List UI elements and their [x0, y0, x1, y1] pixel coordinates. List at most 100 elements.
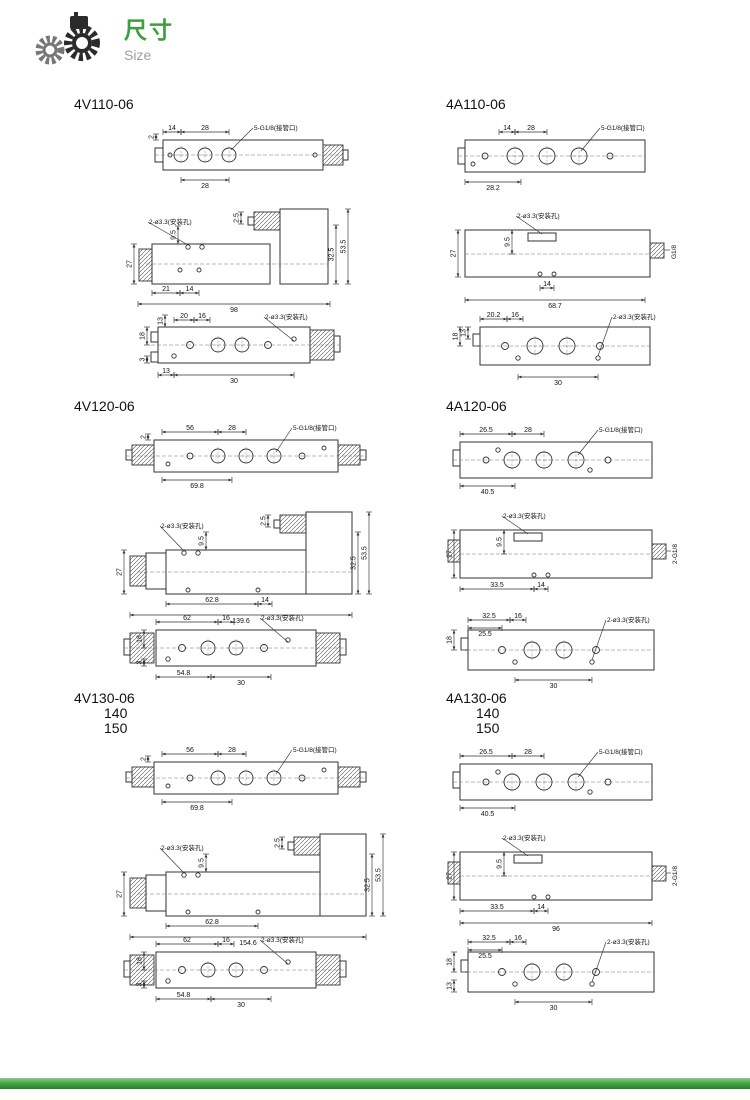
svg-text:62: 62 — [183, 615, 191, 622]
svg-text:40.5: 40.5 — [481, 489, 495, 496]
svg-text:16: 16 — [514, 613, 522, 620]
svg-text:54.8: 54.8 — [177, 992, 191, 999]
svg-text:5-G1/8(接管口): 5-G1/8(接管口) — [293, 423, 337, 432]
svg-text:18: 18 — [137, 635, 144, 643]
svg-text:14: 14 — [186, 286, 194, 293]
svg-text:69.8: 69.8 — [190, 805, 204, 812]
svg-text:28.2: 28.2 — [486, 185, 500, 192]
svg-text:9.5: 9.5 — [505, 237, 512, 247]
svg-text:2-ø3.3(安装孔): 2-ø3.3(安装孔) — [517, 211, 560, 220]
svg-text:5-G1/8(接管口): 5-G1/8(接管口) — [601, 123, 645, 132]
valve-model-title: 4A120-06 — [446, 398, 507, 414]
svg-text:5-G1/8(接管口): 5-G1/8(接管口) — [254, 123, 298, 132]
svg-text:33.5: 33.5 — [490, 582, 504, 589]
page-header: 尺寸 Size — [28, 10, 174, 72]
svg-text:27: 27 — [117, 890, 124, 898]
svg-text:28: 28 — [201, 183, 209, 190]
svg-text:5-G1/8(接管口): 5-G1/8(接管口) — [293, 745, 337, 754]
svg-text:32.5: 32.5 — [482, 935, 496, 942]
svg-text:27: 27 — [117, 568, 124, 576]
svg-text:32.5: 32.5 — [365, 878, 372, 892]
svg-text:62.8: 62.8 — [205, 597, 219, 604]
valve-model-title: 4A130-06 — [446, 690, 507, 706]
svg-text:18: 18 — [137, 957, 144, 965]
svg-text:28: 28 — [228, 425, 236, 432]
svg-text:56: 56 — [186, 425, 194, 432]
svg-text:5-G1/8(接管口): 5-G1/8(接管口) — [599, 425, 643, 434]
svg-text:27: 27 — [451, 250, 458, 258]
svg-text:2-G1/8: 2-G1/8 — [672, 544, 679, 564]
svg-text:54.8: 54.8 — [177, 670, 191, 677]
valve-model-title: 4A110-06 — [446, 96, 506, 112]
svg-text:27: 27 — [127, 260, 134, 268]
svg-text:20.2: 20.2 — [487, 312, 501, 319]
svg-text:2-ø3.3(安装孔): 2-ø3.3(安装孔) — [261, 613, 304, 622]
svg-text:14: 14 — [537, 904, 545, 911]
gears-icon — [35, 12, 100, 65]
svg-text:53.5: 53.5 — [376, 868, 383, 882]
svg-text:28: 28 — [228, 747, 236, 754]
valve-model-variant: 150 — [476, 720, 500, 736]
page-title-en: Size — [124, 47, 152, 64]
svg-text:2: 2 — [141, 757, 148, 761]
svg-text:69.8: 69.8 — [190, 483, 204, 490]
svg-text:28: 28 — [524, 427, 532, 434]
svg-text:2.5: 2.5 — [275, 838, 282, 848]
footer-accent-bar — [0, 1078, 750, 1089]
svg-text:3: 3 — [140, 357, 147, 361]
svg-text:154.6: 154.6 — [239, 940, 257, 947]
svg-text:21: 21 — [162, 286, 170, 293]
svg-text:2-ø3.3(安装孔): 2-ø3.3(安装孔) — [161, 521, 204, 530]
svg-text:3: 3 — [137, 660, 144, 664]
valve-model-title: 4V120-06 — [74, 398, 135, 414]
svg-text:13: 13 — [162, 368, 170, 375]
svg-text:40.5: 40.5 — [481, 811, 495, 818]
svg-text:2-ø3.3(安装孔): 2-ø3.3(安装孔) — [607, 937, 650, 946]
svg-text:9.5: 9.5 — [497, 859, 504, 869]
svg-text:62.8: 62.8 — [205, 919, 219, 926]
svg-text:68.7: 68.7 — [548, 303, 562, 310]
svg-text:27: 27 — [447, 872, 454, 880]
valve-group: 4V120-06 56 28 2 69.8 5-G1/8(接管口) 2-ø3.3(安装孔)… — [68, 398, 402, 698]
dimension-drawing: 56 28 2 69.8 5-G1/8(接管口) 2-ø3.3(安装孔) 9.5 2.5 32.… — [117, 745, 386, 1009]
svg-text:96: 96 — [552, 926, 560, 933]
svg-text:2-ø3.3(安装孔): 2-ø3.3(安装孔) — [607, 615, 650, 624]
svg-text:30: 30 — [237, 680, 245, 687]
svg-text:14: 14 — [168, 125, 176, 132]
valve-model-variant: 140 — [104, 705, 128, 721]
svg-text:33.5: 33.5 — [490, 904, 504, 911]
svg-text:56: 56 — [186, 747, 194, 754]
svg-text:16: 16 — [198, 313, 206, 320]
svg-text:18: 18 — [453, 333, 460, 341]
svg-text:14: 14 — [537, 582, 545, 589]
svg-text:2: 2 — [141, 435, 148, 439]
svg-text:26.5: 26.5 — [479, 749, 493, 756]
svg-text:30: 30 — [550, 683, 558, 690]
svg-text:30: 30 — [554, 380, 562, 387]
svg-text:3: 3 — [137, 982, 144, 986]
svg-text:2-ø3.3(安装孔): 2-ø3.3(安装孔) — [503, 511, 546, 520]
svg-text:2-ø3.3(安装孔): 2-ø3.3(安装孔) — [261, 935, 304, 944]
svg-text:16: 16 — [514, 935, 522, 942]
svg-text:32.5: 32.5 — [351, 556, 358, 570]
svg-text:98: 98 — [230, 307, 238, 314]
svg-text:30: 30 — [230, 378, 238, 385]
svg-text:9.5: 9.5 — [199, 858, 206, 868]
svg-text:2-ø3.3(安装孔): 2-ø3.3(安装孔) — [161, 843, 204, 852]
svg-text:30: 30 — [237, 1002, 245, 1009]
valve-model-variant: 150 — [104, 720, 128, 736]
svg-text:G1/8: G1/8 — [671, 245, 678, 259]
svg-text:53.5: 53.5 — [362, 546, 369, 560]
svg-text:20: 20 — [180, 313, 188, 320]
svg-text:18: 18 — [447, 636, 454, 644]
svg-text:25.5: 25.5 — [478, 953, 492, 960]
svg-text:18: 18 — [447, 958, 454, 966]
svg-text:14: 14 — [543, 281, 551, 288]
svg-text:27: 27 — [447, 550, 454, 558]
